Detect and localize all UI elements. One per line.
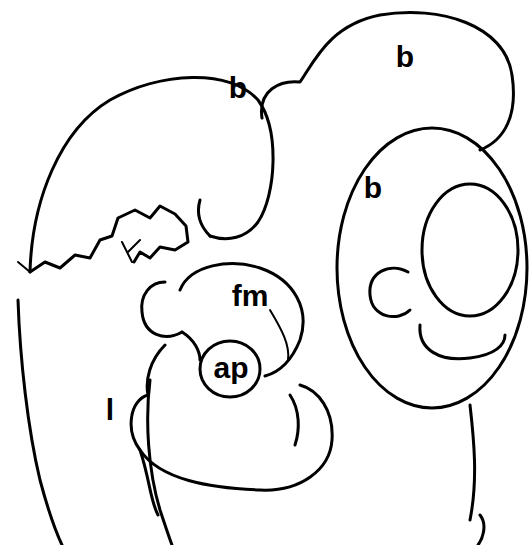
part-label: b [229, 73, 247, 103]
part-label: b [396, 42, 414, 72]
part-label: ap [213, 353, 248, 383]
part-label: l [106, 395, 114, 425]
part-label: fm [232, 281, 269, 311]
part-label: b [364, 173, 382, 203]
